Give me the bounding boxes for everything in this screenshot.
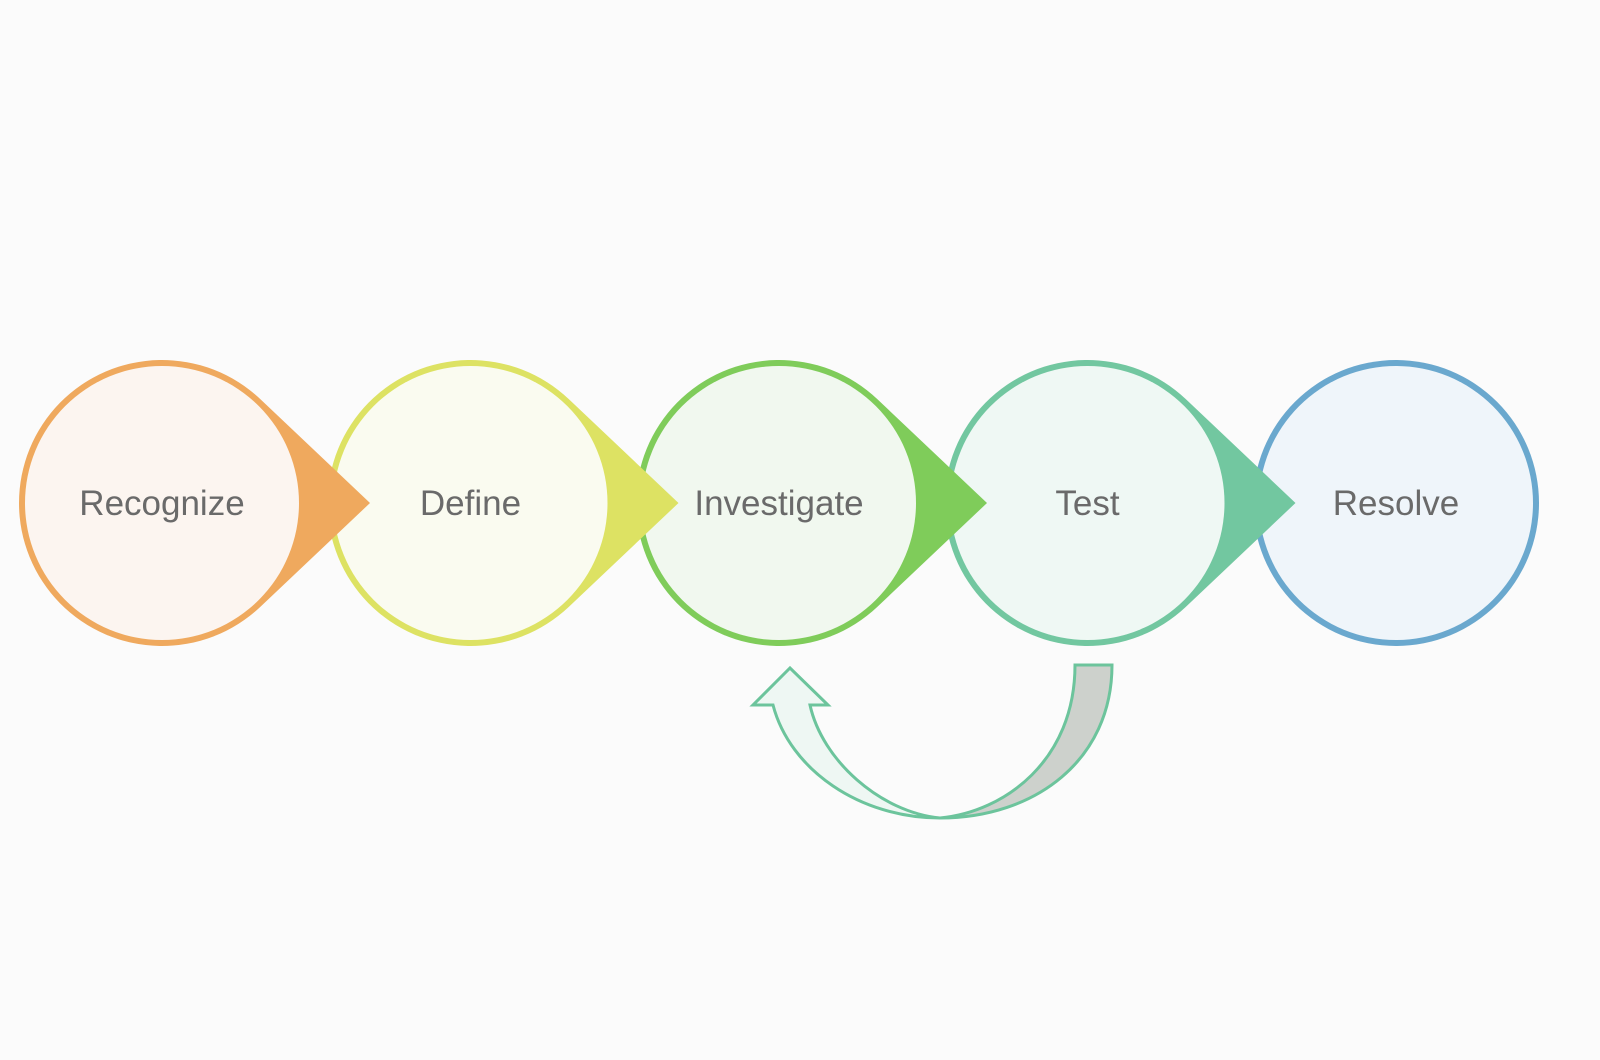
step-circle-fill [25, 366, 299, 640]
step-test: Test [944, 360, 1296, 646]
step-resolve: Resolve [1253, 360, 1539, 646]
step-label: Test [1055, 484, 1119, 523]
step-define: Define [327, 360, 679, 646]
loop-back-arrow [749, 663, 1114, 820]
step-label: Recognize [79, 484, 244, 523]
step-circle-fill [642, 366, 916, 640]
step-recognize: Recognize [18, 360, 370, 646]
step-circle-fill [1259, 366, 1533, 640]
step-circle-fill [950, 366, 1225, 640]
step-investigate: Investigate [636, 360, 987, 646]
step-label: Investigate [694, 484, 863, 523]
step-label: Resolve [1333, 484, 1459, 523]
step-label: Define [420, 484, 521, 523]
loop-arrow-tail [939, 663, 1114, 820]
step-circle-fill [333, 366, 608, 640]
loop-arrow-head [749, 665, 941, 820]
